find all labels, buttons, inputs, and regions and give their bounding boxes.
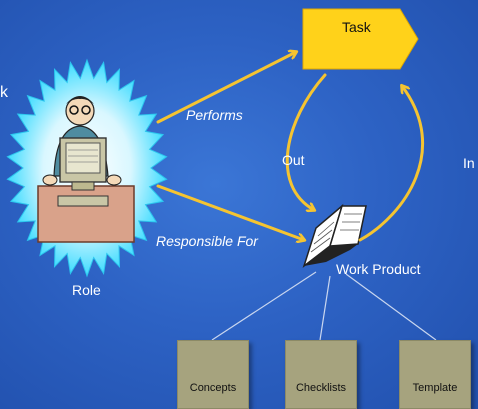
role-glasses-right (81, 105, 91, 115)
role-person-hair (66, 96, 94, 104)
book-spine (304, 244, 358, 266)
role-desk (37, 185, 135, 243)
connector-concepts (211, 271, 317, 341)
edge-label-out: Out (282, 152, 305, 168)
guidance-checklists[interactable]: Checklists (285, 340, 357, 409)
work-product-label: Work Product (336, 261, 421, 277)
task-label: Task (342, 19, 371, 35)
guidance-concepts-label: Concepts (189, 382, 237, 394)
role-label: Role (72, 282, 101, 298)
role-hand-right (106, 174, 122, 186)
role-hand-left (42, 174, 58, 186)
role-glasses-left (69, 105, 79, 115)
task-shape[interactable] (302, 8, 419, 70)
arrow-performs (156, 52, 296, 124)
edge-fragment-text: k (0, 84, 8, 101)
role-monitor-screen (65, 142, 101, 174)
connector-checklists (319, 275, 331, 341)
role-keyboard (57, 195, 109, 207)
guidance-template[interactable]: Template (399, 340, 471, 409)
arrow-responsible-for (156, 184, 304, 240)
guidance-checklists-label: Checklists (295, 382, 347, 394)
edge-label-performs: Performs (186, 107, 243, 123)
role-figure[interactable] (6, 58, 168, 278)
connector-template (345, 273, 437, 341)
guidance-concepts[interactable]: Concepts (177, 340, 249, 409)
guidance-template-label: Template (412, 382, 458, 394)
arrow-out (285, 73, 327, 210)
edge-label-in: In (463, 155, 475, 171)
edge-label-responsible-for: Responsible For (156, 233, 258, 249)
arrow-in (358, 86, 424, 242)
role-monitor-stand (71, 181, 95, 191)
guidance-connectors (211, 271, 437, 341)
book-icon[interactable] (302, 203, 367, 269)
